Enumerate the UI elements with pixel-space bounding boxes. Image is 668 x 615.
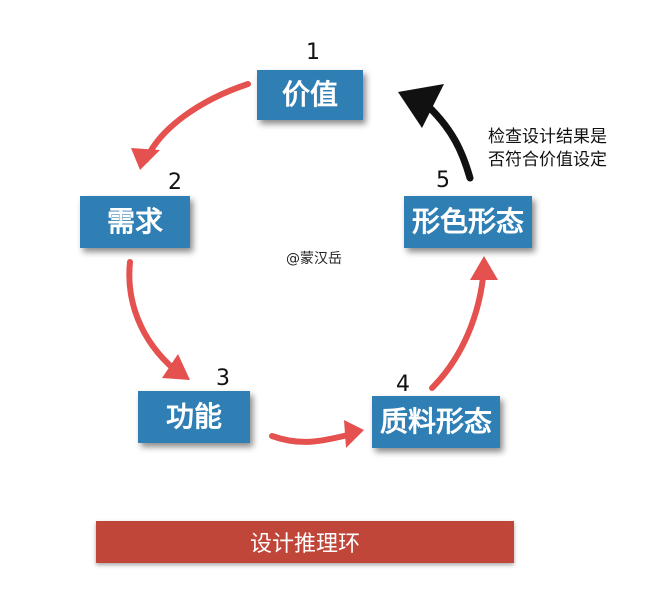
step-number-3: 3 (216, 366, 230, 391)
step-number-2: 2 (168, 170, 182, 195)
step-number-4: 4 (396, 372, 410, 397)
step-label-material-form: 质料形态 (379, 405, 492, 438)
step-label-shape-color-form: 形色形态 (411, 205, 524, 238)
arrow-value-to-needs-head (131, 148, 160, 170)
feedback-note-line1: 检查设计结果是 (488, 127, 607, 147)
arrow-function-to-material (269, 431, 355, 445)
step-label-function: 功能 (165, 400, 222, 433)
diagram-title: 设计推理环 (249, 532, 360, 557)
arrow-value-to-needs (143, 81, 251, 163)
step-box-needs: 需求 (80, 196, 190, 248)
feedback-note-line2: 否符合价值设定 (488, 150, 607, 170)
step-box-value: 价值 (257, 70, 363, 120)
arrow-function-to-material-head (344, 420, 364, 448)
step-number-1: 1 (306, 40, 320, 65)
arrow-needs-to-function (126, 259, 178, 373)
step-box-material-form: 质料形态 (372, 396, 500, 448)
arrow-needs-to-function-head (162, 354, 190, 380)
step-box-shape-color-form: 形色形态 (404, 196, 532, 248)
author-watermark: @蒙汉岳 (286, 251, 342, 267)
feedback-note: 检查设计结果是 否符合价值设定 (488, 126, 607, 172)
feedback-arrow-head (398, 84, 444, 128)
feedback-arrow-shaft (426, 104, 474, 182)
arrow-material-to-form (429, 265, 487, 391)
diagram-title-bar: 设计推理环 (96, 521, 514, 563)
arrow-material-to-form-head (470, 256, 498, 280)
step-box-function: 功能 (138, 391, 250, 443)
step-label-needs: 需求 (106, 205, 163, 238)
step-number-5: 5 (436, 168, 450, 193)
step-label-value: 价值 (281, 78, 338, 111)
